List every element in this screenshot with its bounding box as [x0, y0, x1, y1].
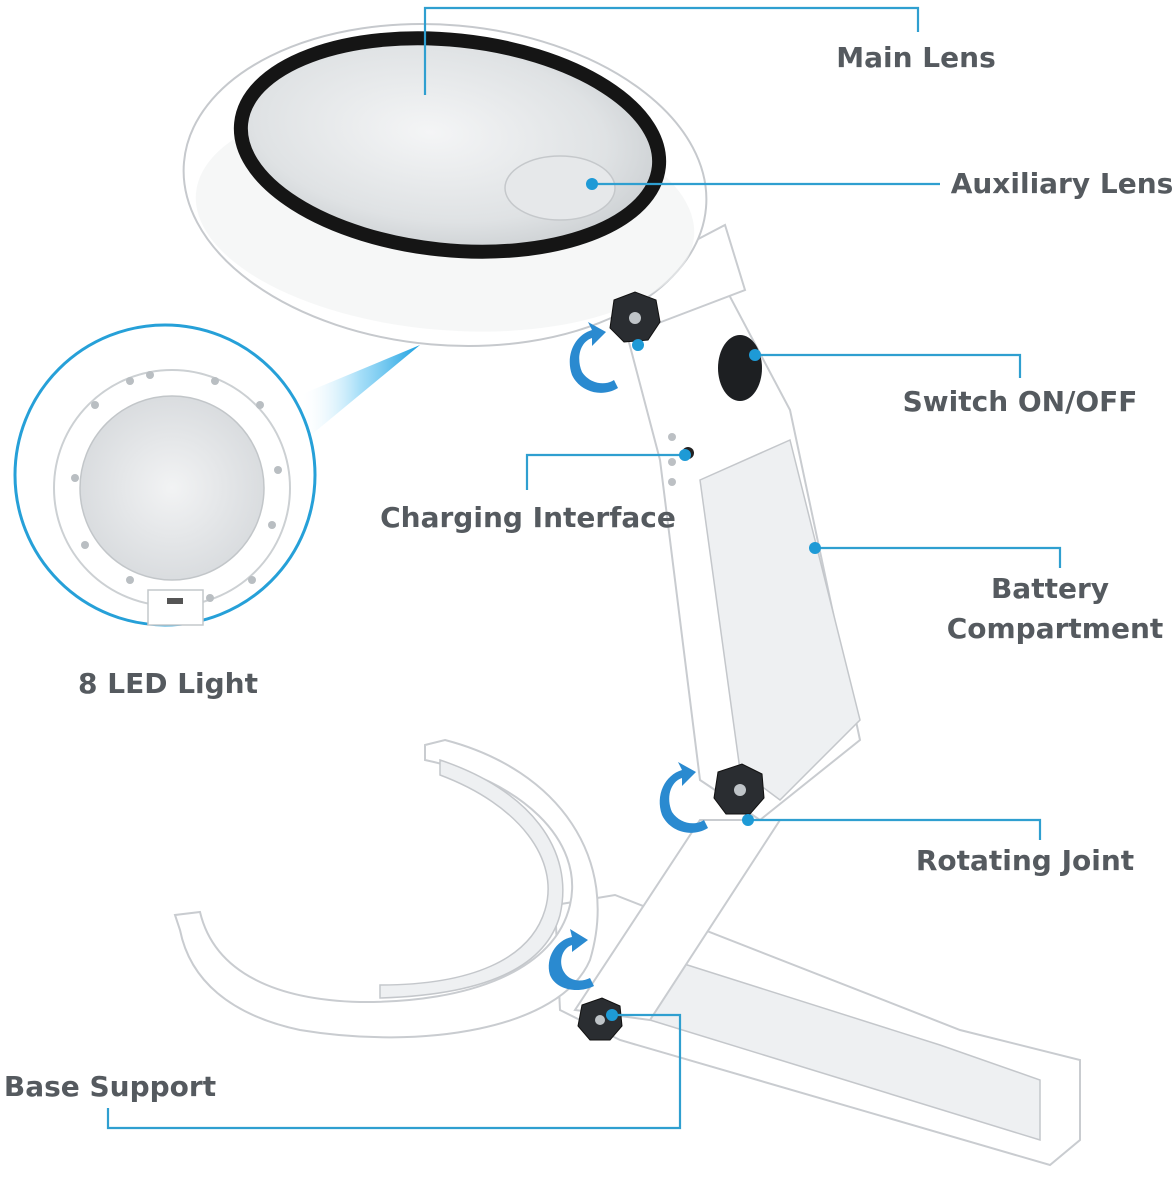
led-beam [300, 345, 420, 440]
label-battery-line2: Compartment [947, 612, 1164, 645]
rotating-joints [577, 291, 765, 1041]
led-inset [13, 323, 420, 627]
led-lens [79, 395, 265, 581]
switch-button [718, 335, 762, 401]
label-charging-interface: Charging Interface [380, 501, 676, 534]
label-led-light: 8 LED Light [78, 667, 258, 700]
leader-dots [586, 178, 821, 1021]
label-switch: Switch ON/OFF [903, 385, 1138, 418]
label-main-lens: Main Lens [836, 41, 995, 74]
auxiliary-lens [504, 155, 616, 221]
led-dots [71, 371, 282, 602]
label-base-support: Base Support [4, 1070, 216, 1103]
base-support [173, 738, 1081, 1167]
main-lens-assembly [182, 22, 708, 348]
leader-lines [106, 6, 1062, 1130]
label-battery-line1: Battery [991, 572, 1109, 605]
rotate-arrow-icons [548, 322, 708, 991]
label-auxiliary-lens: Auxiliary Lens [951, 167, 1174, 200]
charging-port-area [668, 433, 676, 486]
label-rotating-joint: Rotating Joint [916, 844, 1134, 877]
